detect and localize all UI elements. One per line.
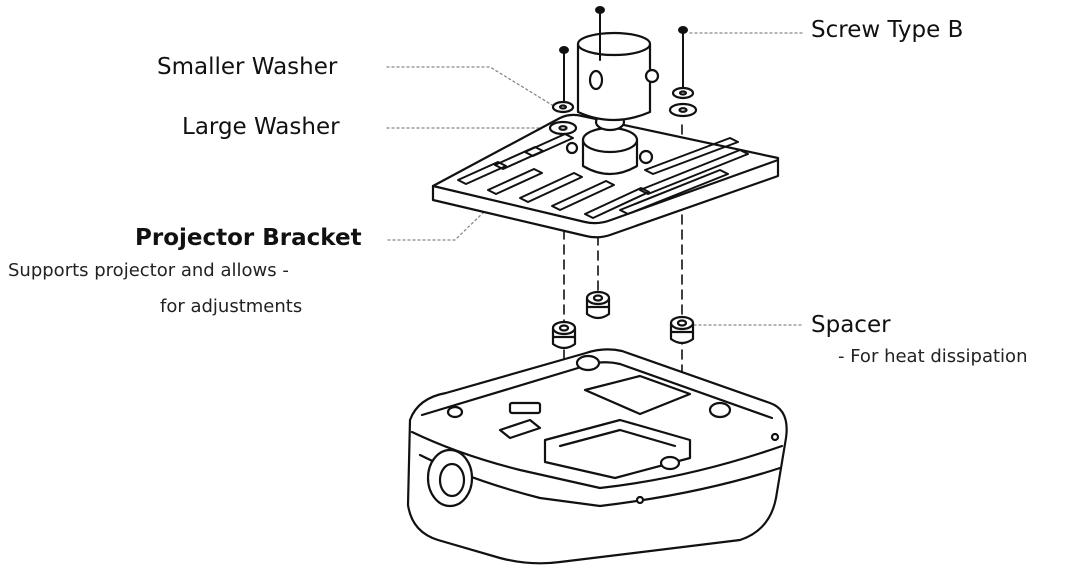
label-spacer-desc: - For heat dissipation <box>838 346 1028 367</box>
smaller-washer-right <box>671 86 695 100</box>
spacer-left <box>551 320 577 350</box>
mount-cylinder <box>576 31 660 122</box>
smaller-washer-left <box>551 100 575 114</box>
label-screw-type-b: Screw Type B <box>811 17 964 43</box>
screw-left <box>559 46 569 103</box>
label-projector-bracket: Projector Bracket <box>135 225 362 251</box>
label-large-washer: Large Washer <box>182 114 340 140</box>
spacers <box>551 290 695 350</box>
projector-bracket <box>431 113 780 239</box>
spacer-right <box>669 315 695 345</box>
spacer-middle <box>585 290 611 320</box>
leader-projector-bracket <box>387 207 489 241</box>
label-bracket-desc-line1: Supports projector and allows - <box>8 260 289 281</box>
screw-center <box>595 6 605 61</box>
ball-joint <box>565 112 654 176</box>
label-smaller-washer: Smaller Washer <box>157 54 338 80</box>
leader-smaller-washer <box>386 66 558 109</box>
large-washer-right <box>668 102 698 118</box>
washers <box>548 86 698 136</box>
leader-lines <box>386 32 804 326</box>
screws <box>559 6 688 103</box>
label-bracket-desc-line2: for adjustments <box>160 296 303 317</box>
label-spacer: Spacer <box>811 312 891 338</box>
projector <box>406 348 788 565</box>
large-washer-left <box>548 120 578 136</box>
screw-right <box>678 26 688 91</box>
